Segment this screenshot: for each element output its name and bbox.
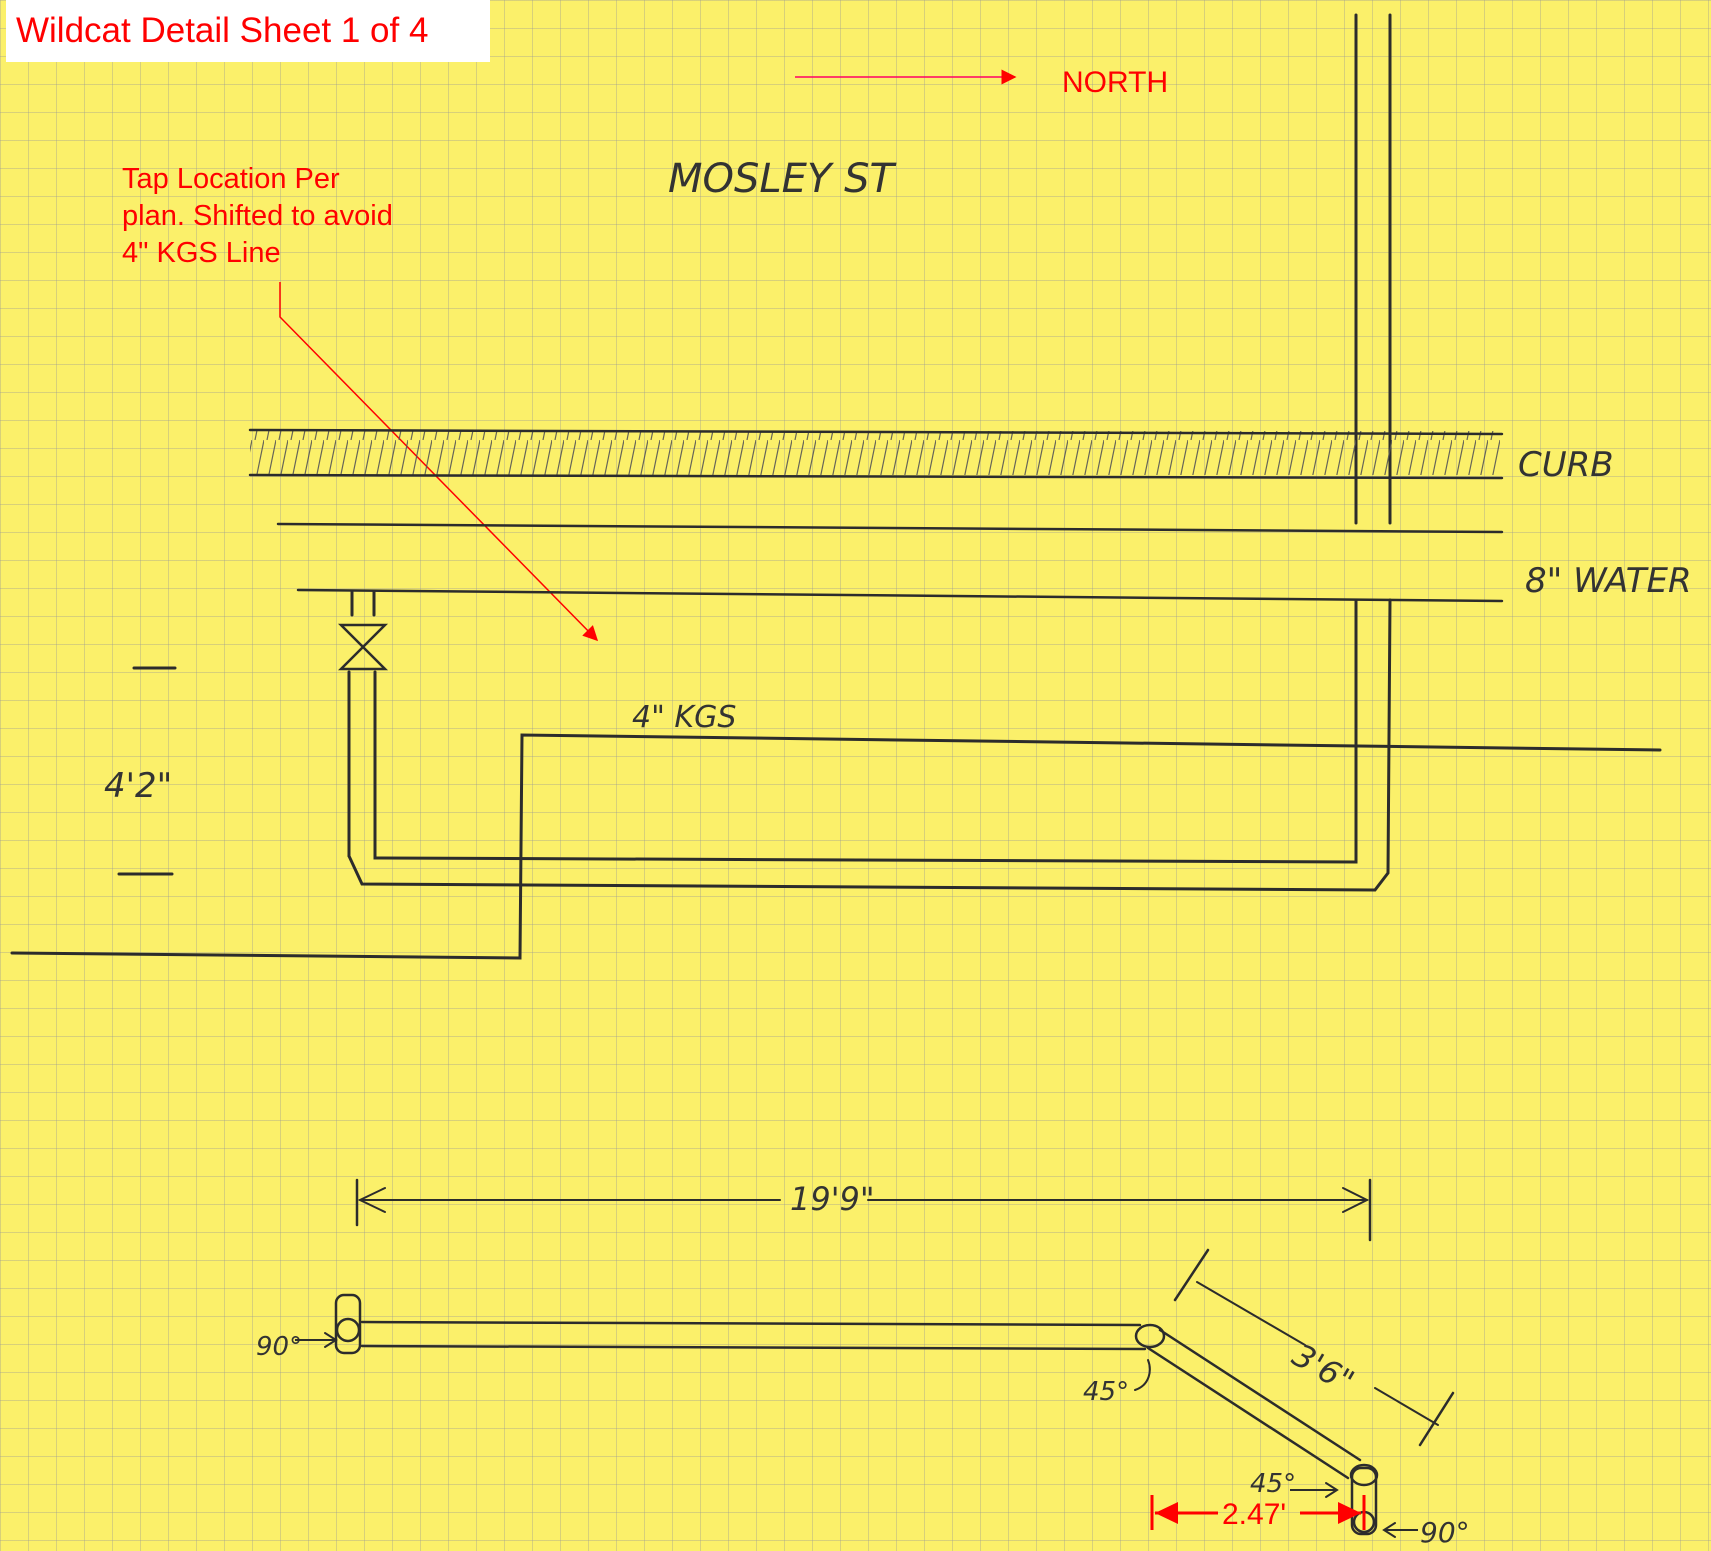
sheet-title: Wildcat Detail Sheet 1 of 4 (6, 0, 490, 62)
fitting-labels: 90° 45° 45° 90° (256, 1332, 1470, 1549)
water-main: 8" WATER (276, 522, 1692, 603)
depth-dimension: 4'2" (104, 666, 177, 876)
bend-upper-label: 45° (1083, 1377, 1129, 1407)
curb-label: CURB (1518, 445, 1614, 485)
diagonal-dimension: 3'6" (1173, 1248, 1455, 1447)
note-line-3: 4" KGS Line (122, 237, 281, 269)
run-length-label: 19'9" (790, 1180, 875, 1218)
depth-label: 4'2" (104, 766, 172, 806)
north-label: NORTH (1062, 66, 1168, 99)
run-dimension: 19'9" (355, 1178, 1372, 1242)
gate-valve-icon (337, 623, 389, 671)
curb: CURB (248, 428, 1614, 485)
kgs-label: 4" KGS (632, 700, 736, 735)
note-line-2: plan. Shifted to avoid (122, 200, 393, 232)
left-elbow-icon (334, 1293, 362, 1355)
street-label: MOSLEY ST (668, 156, 897, 202)
offset-label: 2.47' (1222, 1498, 1286, 1531)
note-leader-arrow (279, 282, 599, 642)
kgs-line: 4" KGS (10, 700, 1662, 960)
left-elbow-label: 90° (256, 1332, 302, 1362)
plan-pipe-run (334, 1293, 1379, 1536)
north-arrow: NORTH (795, 66, 1168, 99)
bend-lower-label: 45° (1250, 1469, 1296, 1499)
service-piping (337, 590, 1392, 892)
diagonal-length-label: 3'6" (1286, 1336, 1361, 1401)
bend-upper-icon (1134, 1323, 1166, 1349)
right-elbow-icon (1350, 1466, 1378, 1536)
offset-dimension: 2.47' (1150, 1495, 1366, 1531)
right-elbow-label: 90° (1420, 1516, 1470, 1549)
tap-location-note: Tap Location Per plan. Shifted to avoid … (122, 163, 599, 642)
water-label: 8" WATER (1525, 561, 1692, 601)
note-line-1: Tap Location Per (122, 163, 340, 195)
